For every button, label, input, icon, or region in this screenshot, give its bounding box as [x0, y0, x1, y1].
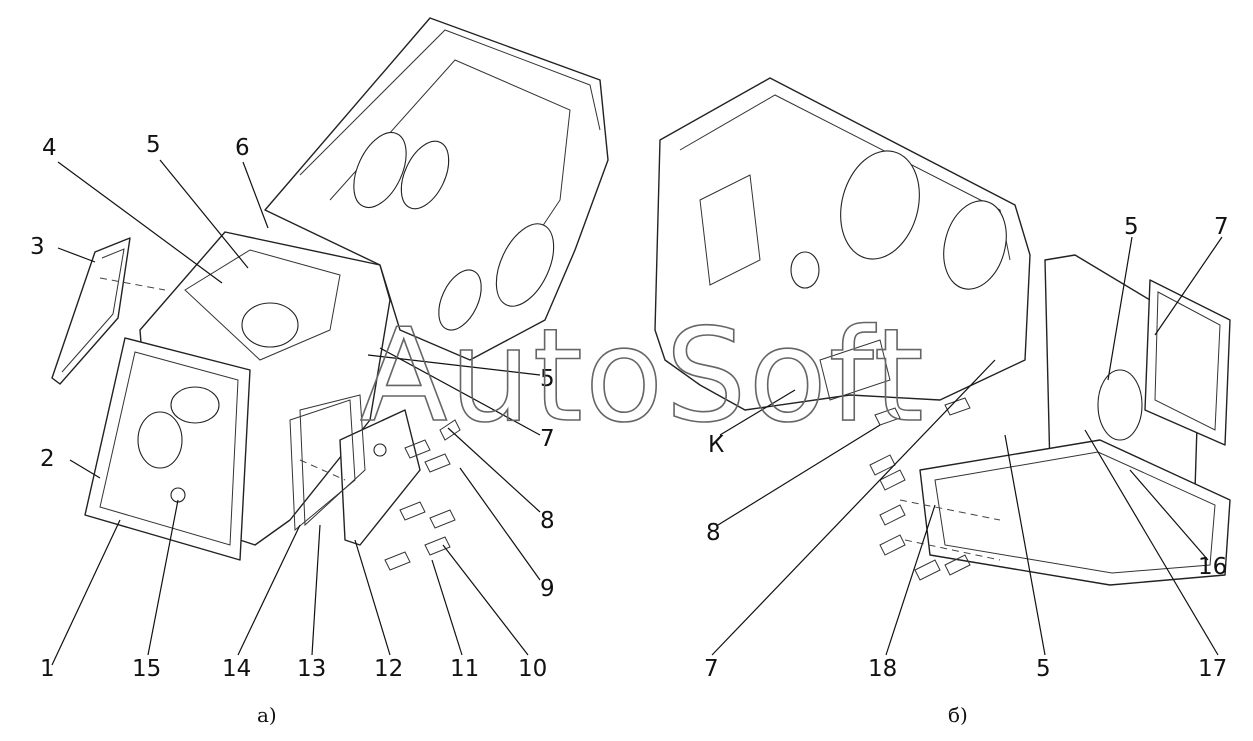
label-3: 3 [30, 234, 45, 260]
label-10: 10 [518, 656, 547, 682]
label-17: 17 [1198, 656, 1227, 682]
label-14: 14 [222, 656, 251, 682]
label-15: 15 [132, 656, 161, 682]
watermark: AutoSoft [360, 302, 926, 451]
caption-b: б) [948, 703, 968, 727]
label-7-bottom: 7 [704, 656, 719, 682]
figure-a-labels: 1 2 3 4 5 5 6 7 8 9 10 11 12 13 14 15 а) [30, 132, 555, 727]
label-5b: 5 [540, 366, 555, 392]
label-7: 7 [540, 426, 555, 452]
figure-b-labels: К 5 5 5 7 7 8 16 17 18 б) [704, 214, 1229, 727]
label-11: 11 [450, 656, 479, 682]
label-5-top: 5 [1124, 214, 1139, 240]
gasket-3 [51, 237, 131, 385]
label-4: 4 [42, 135, 57, 161]
figure-a-leaders [51, 159, 541, 666]
label-2: 2 [40, 446, 55, 472]
cover-12 [339, 409, 421, 546]
label-18: 18 [868, 656, 897, 682]
label-9: 9 [540, 576, 555, 602]
label-12: 12 [374, 656, 403, 682]
label-13: 13 [297, 656, 326, 682]
label-8-b: 8 [706, 520, 721, 546]
label-7-top: 7 [1214, 214, 1229, 240]
label-1: 1 [40, 656, 55, 682]
caption-a: а) [257, 703, 277, 727]
figure-a-drawing [51, 17, 609, 571]
figure-b-drawing [654, 77, 1231, 586]
label-6: 6 [235, 135, 250, 161]
housing-b [654, 77, 1031, 411]
label-K: К [708, 432, 724, 458]
label-5-bottom: 5 [1036, 656, 1051, 682]
gasket-b-right [1144, 279, 1231, 446]
figure-b-leaders [711, 236, 1223, 656]
label-8: 8 [540, 508, 555, 534]
label-5: 5 [146, 132, 161, 158]
label-16: 16 [1198, 554, 1227, 580]
